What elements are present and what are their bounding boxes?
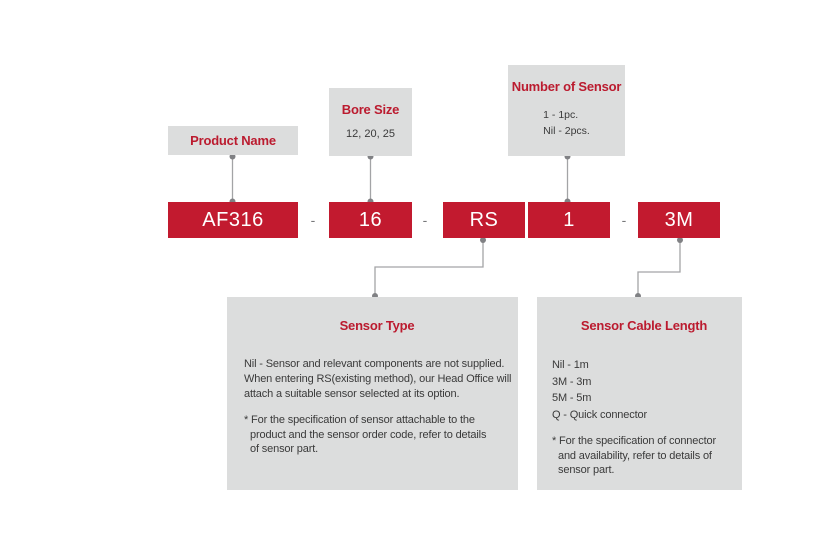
option-item: Q - Quick connector	[552, 408, 647, 421]
connector-bore-size	[367, 153, 374, 205]
note-line: and availability, refer to details of	[558, 449, 712, 462]
code-segment-cable-length: 3M	[638, 202, 720, 238]
callout-sensor-type-title: Sensor Type	[339, 318, 415, 333]
option-item: 1 - 1pc.	[543, 109, 579, 121]
callout-number-of-sensor-options: 1 - 1pc. Nil - 2pcs.	[543, 107, 590, 139]
option-item: Nil - 2pcs.	[543, 125, 590, 137]
note-line: product and the sensor order code, refer…	[250, 428, 487, 441]
callout-sensor-type-note: * For the specification of sensor attach…	[244, 413, 510, 457]
callout-product-name: Product Name	[168, 126, 298, 155]
callout-product-name-title: Product Name	[190, 133, 276, 148]
callout-number-of-sensor-title: Number of Sensor	[511, 79, 622, 94]
option-item: Nil - 1m	[552, 359, 589, 371]
callout-sensor-cable-length-options: Nil - 1m 3M - 3m 5M - 5m Q - Quick conne…	[552, 357, 736, 423]
description-line: Nil - Sensor and relevant components are…	[244, 358, 505, 370]
code-segment-product-name: AF316	[168, 202, 298, 238]
code-separator: -	[422, 212, 428, 228]
callout-bore-size: Bore Size 12, 20, 25	[329, 88, 412, 156]
callout-sensor-cable-length-note: * For the specification of connector and…	[552, 434, 736, 478]
callout-sensor-cable-length: Sensor Cable Length Nil - 1m 3M - 3m 5M …	[537, 297, 742, 490]
connector-number-of-sensor	[564, 153, 571, 205]
code-segment-sensor-type: RS	[443, 202, 525, 238]
callout-sensor-cable-length-title: Sensor Cable Length	[580, 318, 708, 333]
description-line: When entering RS(existing method), our H…	[244, 373, 512, 385]
callout-sensor-type: Sensor Type Nil - Sensor and relevant co…	[227, 297, 518, 490]
callout-bore-size-title: Bore Size	[341, 102, 400, 117]
option-item: 3M - 3m	[552, 375, 592, 388]
note-line: * For the specification of sensor attach…	[244, 414, 475, 426]
option-item: 5M - 5m	[552, 392, 592, 404]
description-line: attach a suitable sensor selected at its…	[244, 388, 460, 400]
connector-cable-length	[635, 237, 683, 299]
note-line: * For the specification of connector	[552, 435, 716, 447]
callout-number-of-sensor: Number of Sensor 1 - 1pc. Nil - 2pcs.	[508, 65, 625, 156]
connector-sensor-type	[372, 237, 486, 299]
note-line: sensor part.	[558, 464, 615, 476]
code-separator: -	[621, 212, 627, 228]
note-line: of sensor part.	[250, 443, 319, 455]
code-separator: -	[310, 212, 316, 228]
callout-bore-size-values: 12, 20, 25	[346, 128, 395, 140]
code-segment-number-of-sensor: 1	[528, 202, 610, 238]
code-segment-bore-size: 16	[329, 202, 412, 238]
callout-sensor-type-description: Nil - Sensor and relevant components are…	[244, 357, 512, 402]
connector-product-name	[229, 153, 236, 205]
